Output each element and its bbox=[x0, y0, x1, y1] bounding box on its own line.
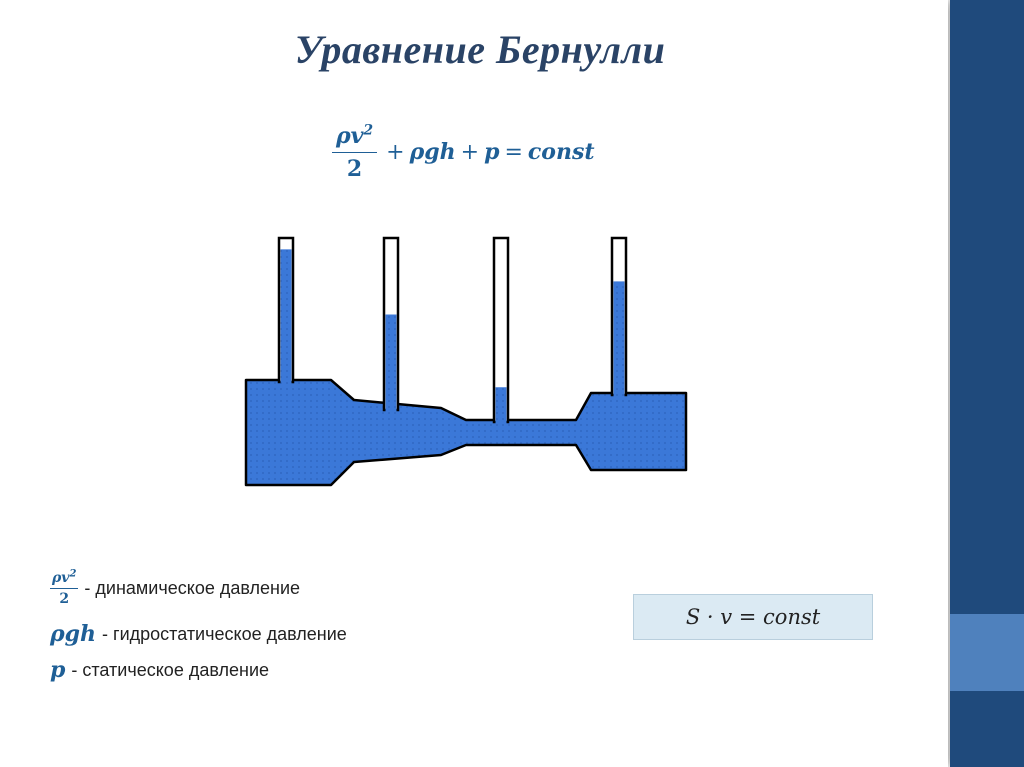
legend-hydrostatic: ρgh - гидростатическое давление bbox=[50, 616, 347, 652]
legend-dynamic-text: - динамическое давление bbox=[84, 577, 301, 598]
legend-dynamic: ρv2 2 - динамическое давление bbox=[50, 560, 347, 616]
pipe-body bbox=[244, 378, 688, 487]
equation-numerator-sup: 2 bbox=[363, 122, 374, 139]
page-title: Уравнение Бернулли bbox=[294, 27, 666, 72]
legend-dynamic-num-sup: 2 bbox=[69, 567, 77, 579]
equation-plus-2: + bbox=[460, 139, 480, 165]
slide: Уравнение Бернулли ρv2 2 + ρgh + p = con… bbox=[50, 27, 873, 688]
legend-hydrostatic-symbol: ρgh bbox=[50, 621, 97, 647]
equation-equals: = bbox=[504, 139, 523, 165]
legend-dynamic-num: ρv2 bbox=[50, 567, 79, 589]
continuity-equation: S · v = const bbox=[633, 594, 873, 640]
tube-fluid-4 bbox=[613, 281, 625, 397]
legend-hydrostatic-text: - гидростатическое давление bbox=[102, 623, 347, 644]
equation-term-p: p bbox=[484, 139, 500, 165]
equation-plus-1: + bbox=[386, 139, 405, 165]
equation-numerator-base: ρv bbox=[336, 122, 364, 149]
venturi-diagram bbox=[244, 236, 688, 487]
equation-numerator: ρv2 bbox=[332, 122, 378, 153]
equation-denominator: 2 bbox=[346, 155, 363, 182]
legend-dynamic-num-base: ρv bbox=[52, 569, 70, 586]
equation-term-rhogh: ρgh bbox=[409, 139, 456, 165]
legend-static-text: - статическое давление bbox=[71, 659, 270, 680]
pressure-legend: ρv2 2 - динамическое давление ρgh - гидр… bbox=[50, 560, 347, 688]
tube-fluid-3 bbox=[495, 387, 507, 424]
legend-dynamic-symbol: ρv2 2 bbox=[50, 567, 79, 607]
equation-const: const bbox=[527, 139, 595, 165]
side-accent bbox=[950, 614, 1024, 691]
tube-fluid-1 bbox=[280, 249, 292, 384]
bernoulli-equation: ρv2 2 + ρgh + p = const bbox=[332, 112, 595, 192]
legend-static-symbol: p bbox=[50, 657, 66, 683]
legend-static: p - статическое давление bbox=[50, 652, 347, 688]
tube-fluid-2 bbox=[385, 314, 397, 412]
equation-fraction: ρv2 2 bbox=[332, 122, 378, 182]
legend-dynamic-den: 2 bbox=[59, 590, 70, 607]
